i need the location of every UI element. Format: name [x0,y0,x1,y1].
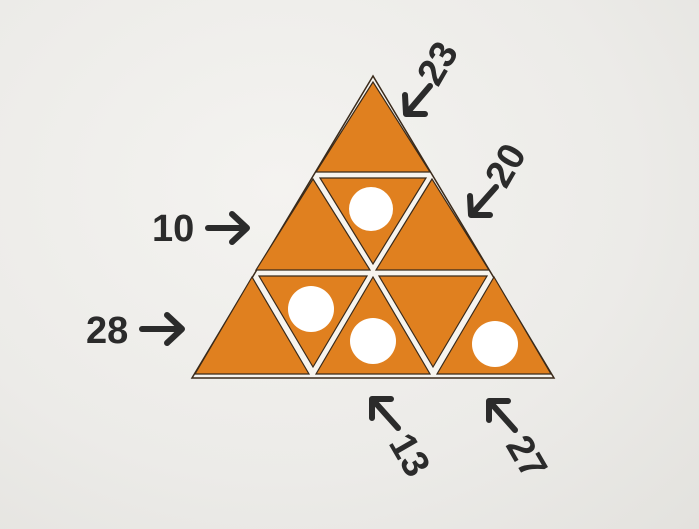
clue-bottom-center: 13 [380,427,438,485]
circle-marker [472,321,518,367]
tile-row2-up-left[interactable] [254,177,372,271]
tile-row1-up[interactable] [314,80,432,173]
tile-row3-down-2[interactable] [377,275,489,369]
circle-marker [288,286,334,332]
circle-marker [349,187,393,231]
tile-row2-up-right[interactable] [374,177,491,271]
clue-top-right: 23 [409,35,467,93]
clue-middle-left: 10 [152,208,194,250]
tile-row3-up-1[interactable] [193,275,311,375]
circle-marker [350,318,396,364]
arrow-up-left-icon [369,396,401,431]
arrow-up-left-icon [486,398,518,433]
arrow-down-left-icon [402,83,433,117]
arrow-right-icon [139,312,185,346]
arrow-down-left-icon [467,184,499,218]
clue-bottom-right: 27 [497,429,555,487]
clue-bottom-left: 28 [86,310,128,352]
arrow-right-icon [205,211,250,245]
clue-middle-right: 20 [477,137,535,195]
